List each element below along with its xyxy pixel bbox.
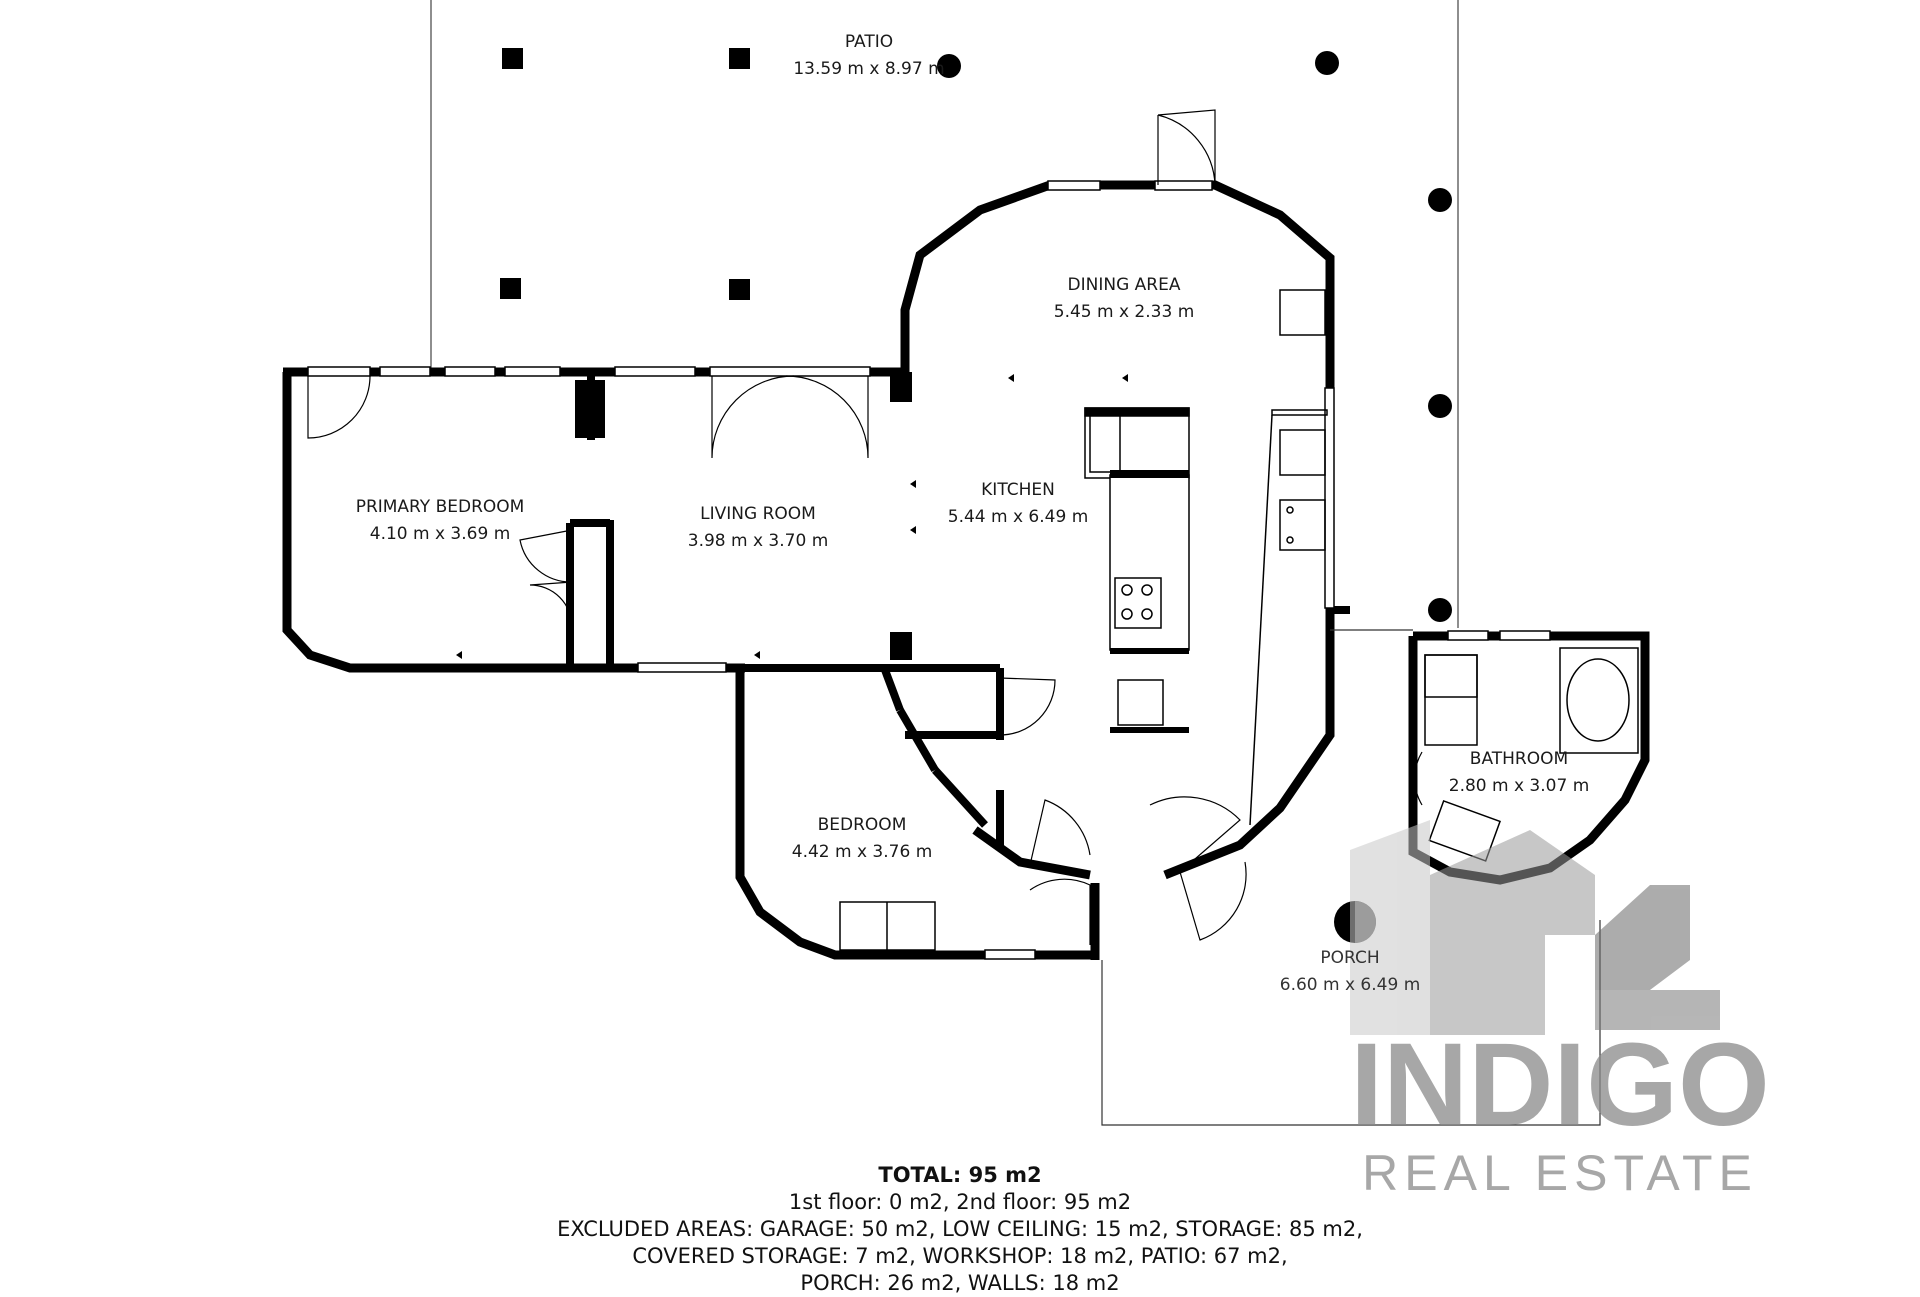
excluded-areas-line-2: COVERED STORAGE: 7 m2, WORKSHOP: 18 m2, … bbox=[632, 1244, 1288, 1268]
bathroom-label: BATHROOM 2.80 m x 3.07 m bbox=[1449, 746, 1590, 800]
floor-breakdown: 1st floor: 0 m2, 2nd floor: 95 m2 bbox=[788, 1190, 1132, 1214]
patio-dims: 13.59 m x 8.97 m bbox=[793, 59, 945, 79]
watermark-brand: INDIGO bbox=[1350, 1019, 1770, 1151]
excluded-areas-line-3: PORCH: 26 m2, WALLS: 18 m2 bbox=[800, 1271, 1120, 1295]
fixtures bbox=[839, 289, 1639, 951]
excluded-areas-line-1: EXCLUDED AREAS: GARAGE: 50 m2, LOW CEILI… bbox=[557, 1217, 1363, 1241]
interior-walls bbox=[566, 372, 1350, 850]
patio-label: PATIO 13.59 m x 8.97 m bbox=[793, 29, 944, 83]
dining-name: DINING AREA bbox=[1067, 275, 1181, 295]
bedroom-dims: 4.42 m x 3.76 m bbox=[791, 842, 933, 862]
dining-dims: 5.45 m x 2.33 m bbox=[1053, 302, 1195, 322]
area-summary: TOTAL: 95 m2 1st floor: 0 m2, 2nd floor:… bbox=[0, 1162, 1920, 1297]
primary-bedroom-label: PRIMARY BEDROOM 4.10 m x 3.69 m bbox=[356, 494, 525, 548]
primary-bedroom-name: PRIMARY BEDROOM bbox=[355, 497, 525, 517]
porch-label: PORCH 6.60 m x 6.49 m bbox=[1280, 945, 1421, 999]
primary-bedroom-dims: 4.10 m x 3.69 m bbox=[369, 524, 511, 544]
bathroom-name: BATHROOM bbox=[1469, 749, 1569, 769]
dimension-ticks bbox=[456, 374, 1128, 659]
bedroom-name: BEDROOM bbox=[817, 815, 907, 835]
dining-label: DINING AREA 5.45 m x 2.33 m bbox=[1054, 272, 1195, 326]
patio-name: PATIO bbox=[844, 32, 894, 52]
watermark: INDIGO REAL ESTATE bbox=[1350, 1019, 1770, 1201]
patio-posts bbox=[500, 48, 1452, 622]
living-room-name: LIVING ROOM bbox=[700, 504, 816, 524]
patio-outline bbox=[430, 0, 1459, 628]
total-area: TOTAL: 95 m2 bbox=[878, 1163, 1042, 1187]
doors bbox=[307, 109, 1423, 945]
kitchen-dims: 5.44 m x 6.49 m bbox=[947, 507, 1089, 527]
watermark-tagline: REAL ESTATE bbox=[1362, 1145, 1758, 1201]
bedroom-label: BEDROOM 4.42 m x 3.76 m bbox=[792, 812, 933, 866]
living-room-dims: 3.98 m x 3.70 m bbox=[687, 531, 829, 551]
indigo-logo-watermark bbox=[1350, 820, 1720, 1035]
bathroom-dims: 2.80 m x 3.07 m bbox=[1448, 776, 1590, 796]
kitchen-name: KITCHEN bbox=[981, 480, 1055, 500]
porch-dims: 6.60 m x 6.49 m bbox=[1279, 975, 1421, 995]
kitchen-label: KITCHEN 5.44 m x 6.49 m bbox=[948, 477, 1089, 531]
porch-name: PORCH bbox=[1320, 948, 1380, 968]
living-room-label: LIVING ROOM 3.98 m x 3.70 m bbox=[688, 501, 829, 555]
windows bbox=[307, 180, 1551, 960]
